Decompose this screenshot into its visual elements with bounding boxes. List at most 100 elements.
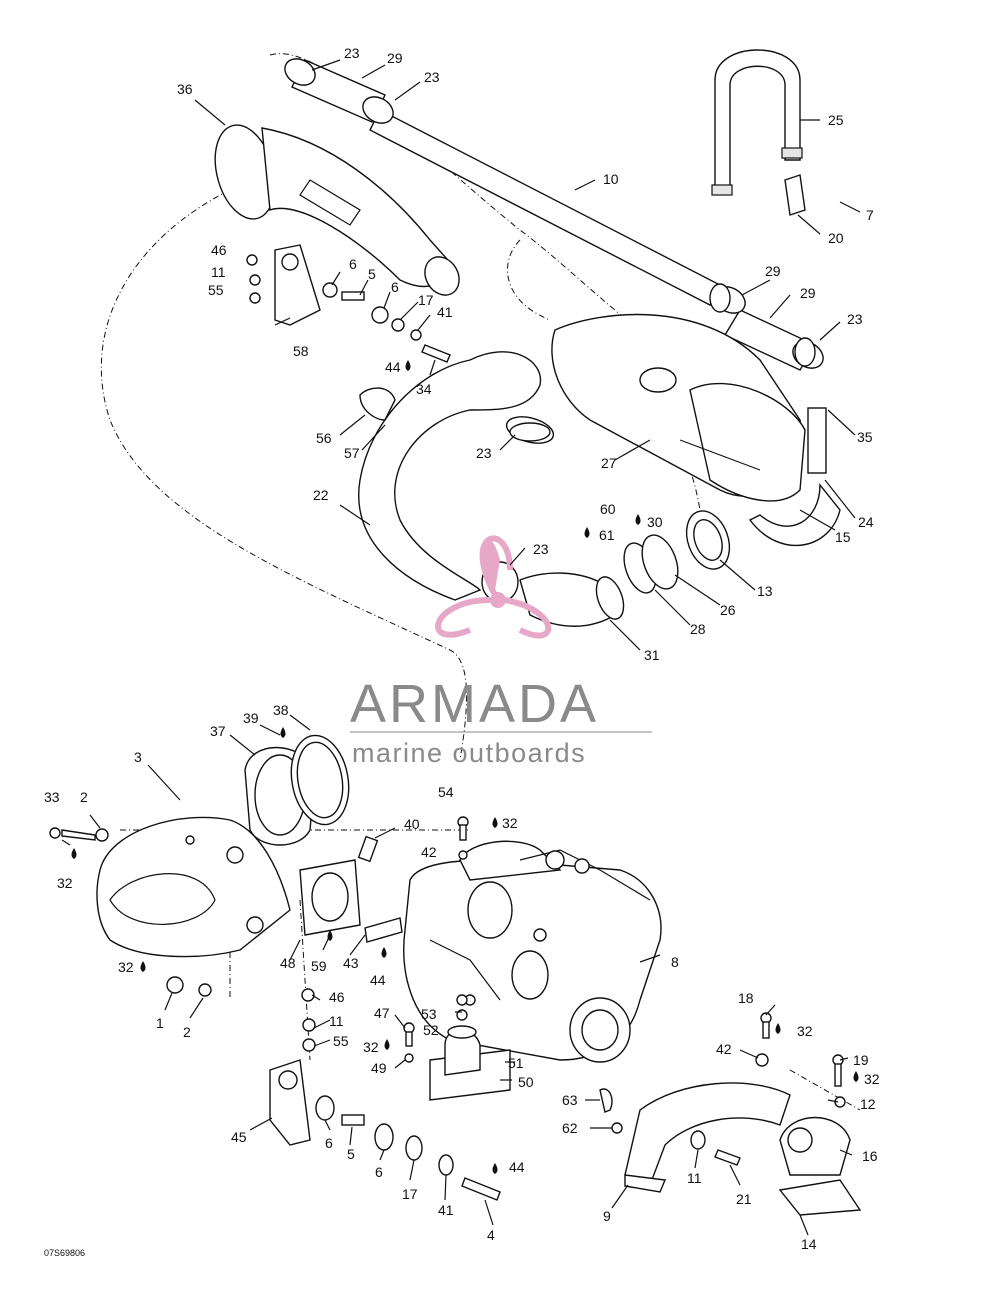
label-23-c: 29 bbox=[765, 263, 781, 279]
gasket-48 bbox=[299, 859, 403, 943]
label-54: 54 bbox=[438, 784, 454, 800]
label-4: 4 bbox=[487, 1227, 495, 1243]
label-46-b: 46 bbox=[329, 989, 345, 1005]
label-34: 34 bbox=[416, 381, 432, 397]
label-22: 22 bbox=[313, 487, 329, 503]
oil-drop-icons bbox=[71, 360, 859, 1174]
label-16: 16 bbox=[862, 1148, 878, 1164]
label-32-b: 32 bbox=[57, 875, 73, 891]
label-55-a: 55 bbox=[208, 282, 224, 298]
label-45: 45 bbox=[231, 1129, 247, 1145]
label-37: 37 bbox=[210, 723, 226, 739]
upper-bracket-58 bbox=[246, 244, 451, 363]
label-7: 7 bbox=[866, 207, 874, 223]
elbow-31 bbox=[519, 510, 731, 627]
label-55-b: 55 bbox=[333, 1033, 349, 1049]
label-32-f: 32 bbox=[864, 1071, 880, 1087]
label-9: 9 bbox=[603, 1208, 611, 1224]
watermark-brand: ARMADA bbox=[350, 674, 599, 734]
label-48: 48 bbox=[280, 955, 296, 971]
label-62: 62 bbox=[562, 1120, 578, 1136]
guard-9 bbox=[599, 1082, 791, 1193]
label-57: 57 bbox=[344, 445, 360, 461]
label-38: 38 bbox=[273, 702, 289, 718]
label-8: 8 bbox=[671, 954, 679, 970]
label-11-b: 11 bbox=[329, 1013, 344, 1029]
label-42-a: 42 bbox=[421, 844, 437, 860]
label-44-b: 44 bbox=[370, 972, 386, 988]
label-52: 52 bbox=[423, 1022, 439, 1038]
label-30: 30 bbox=[647, 514, 663, 530]
label-28: 28 bbox=[690, 621, 706, 637]
exhaust-hose-22 bbox=[358, 351, 555, 601]
label-47: 47 bbox=[374, 1005, 390, 1021]
mount-bracket-24 bbox=[748, 407, 841, 547]
label-2-a: 2 bbox=[80, 789, 88, 805]
label-41-a: 41 bbox=[437, 304, 453, 320]
mount-51 bbox=[429, 994, 511, 1101]
label-32-a: 32 bbox=[502, 815, 518, 831]
muffler-27 bbox=[551, 313, 806, 502]
label-40: 40 bbox=[404, 816, 420, 832]
label-11-c: 11 bbox=[687, 1170, 702, 1186]
label-63: 63 bbox=[562, 1092, 578, 1108]
label-42-b: 42 bbox=[716, 1041, 732, 1057]
studs-and-nuts bbox=[49, 816, 846, 1108]
label-32-e: 32 bbox=[363, 1039, 379, 1055]
label-51: 51 bbox=[508, 1055, 524, 1071]
label-2-b: 2 bbox=[183, 1024, 191, 1040]
strap-25 bbox=[711, 49, 806, 216]
label-29-b: 29 bbox=[800, 285, 816, 301]
label-32-c: 32 bbox=[118, 959, 134, 975]
exhaust-manifold-3 bbox=[96, 816, 291, 958]
label-1: 1 bbox=[156, 1015, 164, 1031]
label-56: 56 bbox=[316, 430, 332, 446]
label-12: 12 bbox=[860, 1096, 876, 1112]
label-43: 43 bbox=[343, 955, 359, 971]
cover-16-plate-14 bbox=[778, 1116, 862, 1216]
flange-37-gasket-38 bbox=[244, 734, 379, 863]
label-59: 59 bbox=[311, 958, 327, 974]
label-41-b: 41 bbox=[438, 1202, 454, 1218]
label-26: 26 bbox=[720, 602, 736, 618]
label-10: 10 bbox=[603, 171, 619, 187]
armada-logo bbox=[435, 535, 552, 639]
label-32-d: 32 bbox=[797, 1023, 813, 1039]
label-58: 58 bbox=[293, 343, 309, 359]
label-23-a: 23 bbox=[344, 45, 360, 61]
watermark-tagline: marine outboards bbox=[352, 738, 586, 768]
callout-labels: 23 29 23 36 25 10 7 20 46 6 11 5 29 55 6… bbox=[44, 45, 880, 1252]
label-6-c: 6 bbox=[325, 1135, 333, 1151]
label-36: 36 bbox=[177, 81, 193, 97]
label-60: 60 bbox=[600, 501, 616, 517]
label-14: 14 bbox=[801, 1236, 817, 1252]
label-6-d: 6 bbox=[375, 1164, 383, 1180]
label-23-d: 23 bbox=[847, 311, 863, 327]
label-23-e: 23 bbox=[476, 445, 492, 461]
label-23-f: 23 bbox=[533, 541, 549, 557]
drawing-code: 07S69806 bbox=[44, 1248, 85, 1258]
leader-lines bbox=[61, 59, 861, 1236]
label-23-b: 23 bbox=[424, 69, 440, 85]
label-21: 21 bbox=[736, 1191, 752, 1207]
label-17-b: 17 bbox=[402, 1186, 418, 1202]
lower-bracket-45 bbox=[269, 988, 501, 1201]
label-24: 24 bbox=[858, 514, 874, 530]
label-39: 39 bbox=[243, 710, 259, 726]
label-18: 18 bbox=[738, 990, 754, 1006]
label-6-a: 6 bbox=[349, 256, 357, 272]
label-11-a: 11 bbox=[211, 264, 226, 280]
label-49: 49 bbox=[371, 1060, 387, 1076]
label-44-c: 44 bbox=[509, 1159, 525, 1175]
label-6-b: 6 bbox=[391, 279, 399, 295]
label-35: 35 bbox=[857, 429, 873, 445]
label-20: 20 bbox=[828, 230, 844, 246]
engine-8 bbox=[403, 840, 662, 1063]
label-3: 3 bbox=[134, 749, 142, 765]
tuned-pipe-36 bbox=[214, 124, 460, 296]
label-13: 13 bbox=[757, 583, 773, 599]
label-15: 15 bbox=[835, 529, 851, 545]
label-33: 33 bbox=[44, 789, 60, 805]
label-46-a: 46 bbox=[211, 242, 227, 258]
